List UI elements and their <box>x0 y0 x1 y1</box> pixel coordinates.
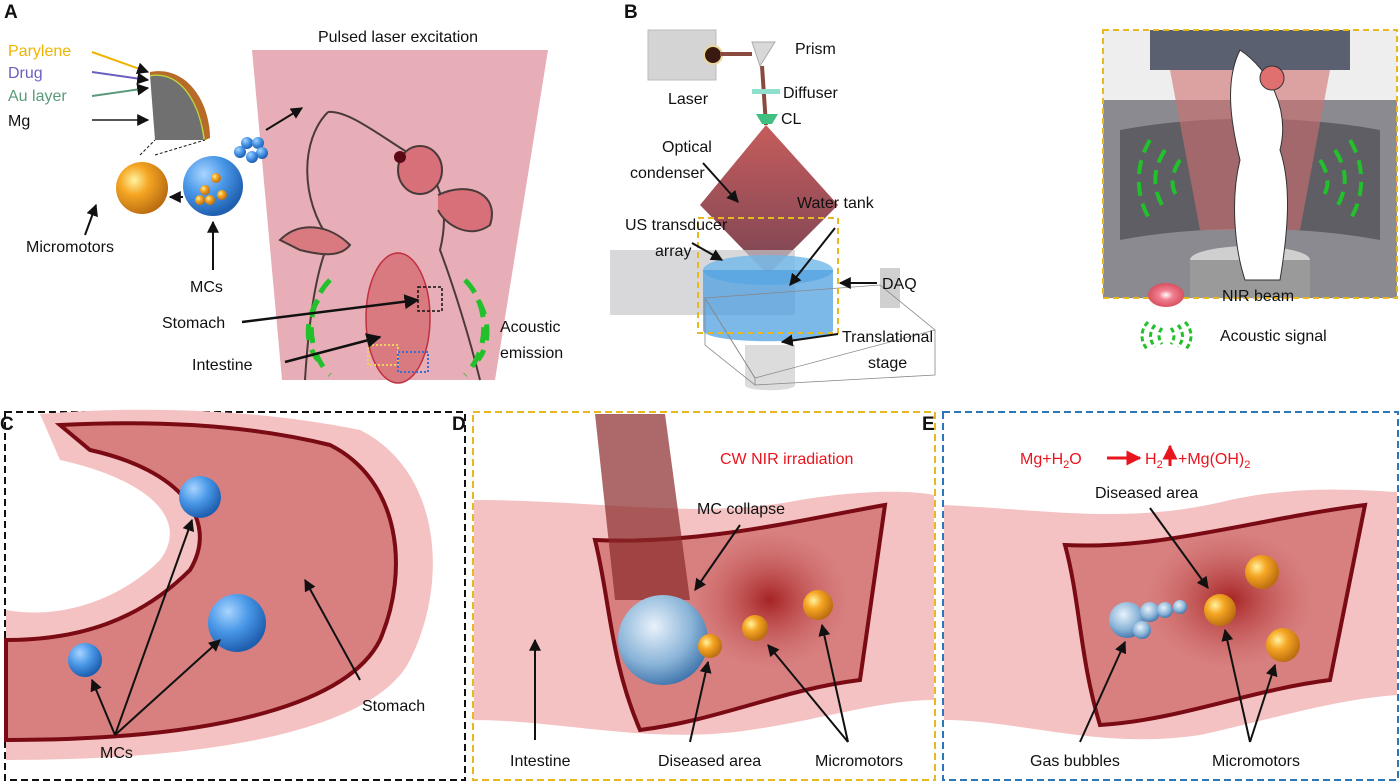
micromotor-e <box>1245 555 1279 589</box>
cylindrical-lens <box>756 114 778 124</box>
mc-large <box>179 476 221 518</box>
label-mg: Mg <box>8 113 30 130</box>
frame-outline <box>704 284 936 386</box>
translational-stage <box>745 345 795 391</box>
acoustic-emission-waves <box>305 278 490 377</box>
pulsed-laser-title: Pulsed laser excitation <box>318 29 478 46</box>
intestine-blue-box <box>397 351 429 373</box>
nir-beam-legend-icon <box>1148 283 1184 307</box>
micromotor-sphere <box>116 162 168 214</box>
label-mcs-c: MCs <box>100 745 133 762</box>
mc-large <box>208 594 266 652</box>
mc-small <box>68 643 102 677</box>
reaction-equation: Mg+H2O <box>1020 451 1082 471</box>
micromotor-e <box>1266 628 1300 662</box>
label-micromotors-e: Micromotors <box>1212 753 1300 770</box>
label-au-layer: Au layer <box>8 88 67 105</box>
label-diffuser: Diffuser <box>783 85 839 102</box>
micromotor-d <box>803 590 833 620</box>
panel-e: Mg+H2O H2 +Mg(OH)2 Diseased area Gas bub… <box>922 411 1399 781</box>
panel-label-e: E <box>922 414 935 435</box>
label-us-2: array <box>655 243 691 260</box>
label-condenser-1: Optical <box>662 139 712 156</box>
label-stage-1: Translational <box>842 329 933 346</box>
label-laser: Laser <box>668 91 709 108</box>
micromotor-e <box>1204 594 1236 626</box>
panel-label-b: B <box>624 2 638 23</box>
panel-b: B Laser Prism Diffuser CL Optical conden… <box>610 2 1398 391</box>
label-micromotors-a: Micromotors <box>26 239 114 256</box>
legend-acoustic-signal: Acoustic signal <box>1220 328 1327 345</box>
acoustic-signal-legend-icon <box>1140 320 1193 352</box>
label-us-1: US transducer <box>625 217 728 234</box>
label-acoustic-a-1: Acoustic <box>500 319 560 336</box>
panel-a: A Pulsed laser excitation Parylene Drug … <box>4 2 563 384</box>
reaction-products-2: +Mg(OH)2 <box>1178 451 1250 471</box>
label-intestine-d: Intestine <box>510 753 571 770</box>
laser-beam <box>252 50 548 380</box>
inset-panel <box>1102 29 1398 299</box>
gas-bubbles <box>1109 600 1187 639</box>
label-parylene: Parylene <box>8 43 71 60</box>
label-cl: CL <box>781 111 802 128</box>
inset-region-box <box>697 217 839 334</box>
label-diseased-e: Diseased area <box>1095 485 1198 502</box>
label-mc-collapse: MC collapse <box>697 501 785 518</box>
label-stage-2: stage <box>868 355 907 372</box>
prism <box>751 41 776 68</box>
diffuser <box>752 89 780 94</box>
label-intestine-a: Intestine <box>192 357 253 374</box>
panel-label-c: C <box>0 414 14 435</box>
panel-c: MCs Stomach C <box>0 409 466 781</box>
label-stomach-c: Stomach <box>362 698 425 715</box>
label-drug: Drug <box>8 65 43 82</box>
nir-beam-d <box>595 414 690 600</box>
stomach-zoom-box <box>417 286 443 312</box>
label-water-tank: Water tank <box>797 195 875 212</box>
panel-d: CW NIR irradiation MC collapse Intestine… <box>452 411 936 781</box>
label-mcs-a: MCs <box>190 279 223 296</box>
label-prism: Prism <box>795 41 836 58</box>
label-gas-bubbles: Gas bubbles <box>1030 753 1120 770</box>
label-cw-nir: CW NIR irradiation <box>720 451 853 468</box>
micromotor-d <box>742 615 768 641</box>
label-daq: DAQ <box>882 276 917 293</box>
label-acoustic-a-2: emission <box>500 345 563 362</box>
label-stomach-a: Stomach <box>162 315 225 332</box>
legend-nir-beam: NIR beam <box>1222 288 1294 305</box>
micromotor-cross-section <box>150 74 205 140</box>
optical-condenser <box>700 125 838 275</box>
mc-sphere <box>183 156 243 216</box>
label-condenser-2: condenser <box>630 165 705 182</box>
stomach-lumen <box>4 421 398 743</box>
micromotor-d <box>698 634 722 658</box>
mc-cluster <box>234 137 268 163</box>
label-micromotors-d: Micromotors <box>815 753 903 770</box>
panel-label-d: D <box>452 414 466 435</box>
label-diseased-d: Diseased area <box>658 753 761 770</box>
mouse-illustration <box>278 110 493 384</box>
reaction-products: H2 <box>1145 451 1163 471</box>
diseased-area-d <box>690 530 850 670</box>
collapsing-mc <box>618 595 708 685</box>
panel-label-a: A <box>4 2 18 23</box>
